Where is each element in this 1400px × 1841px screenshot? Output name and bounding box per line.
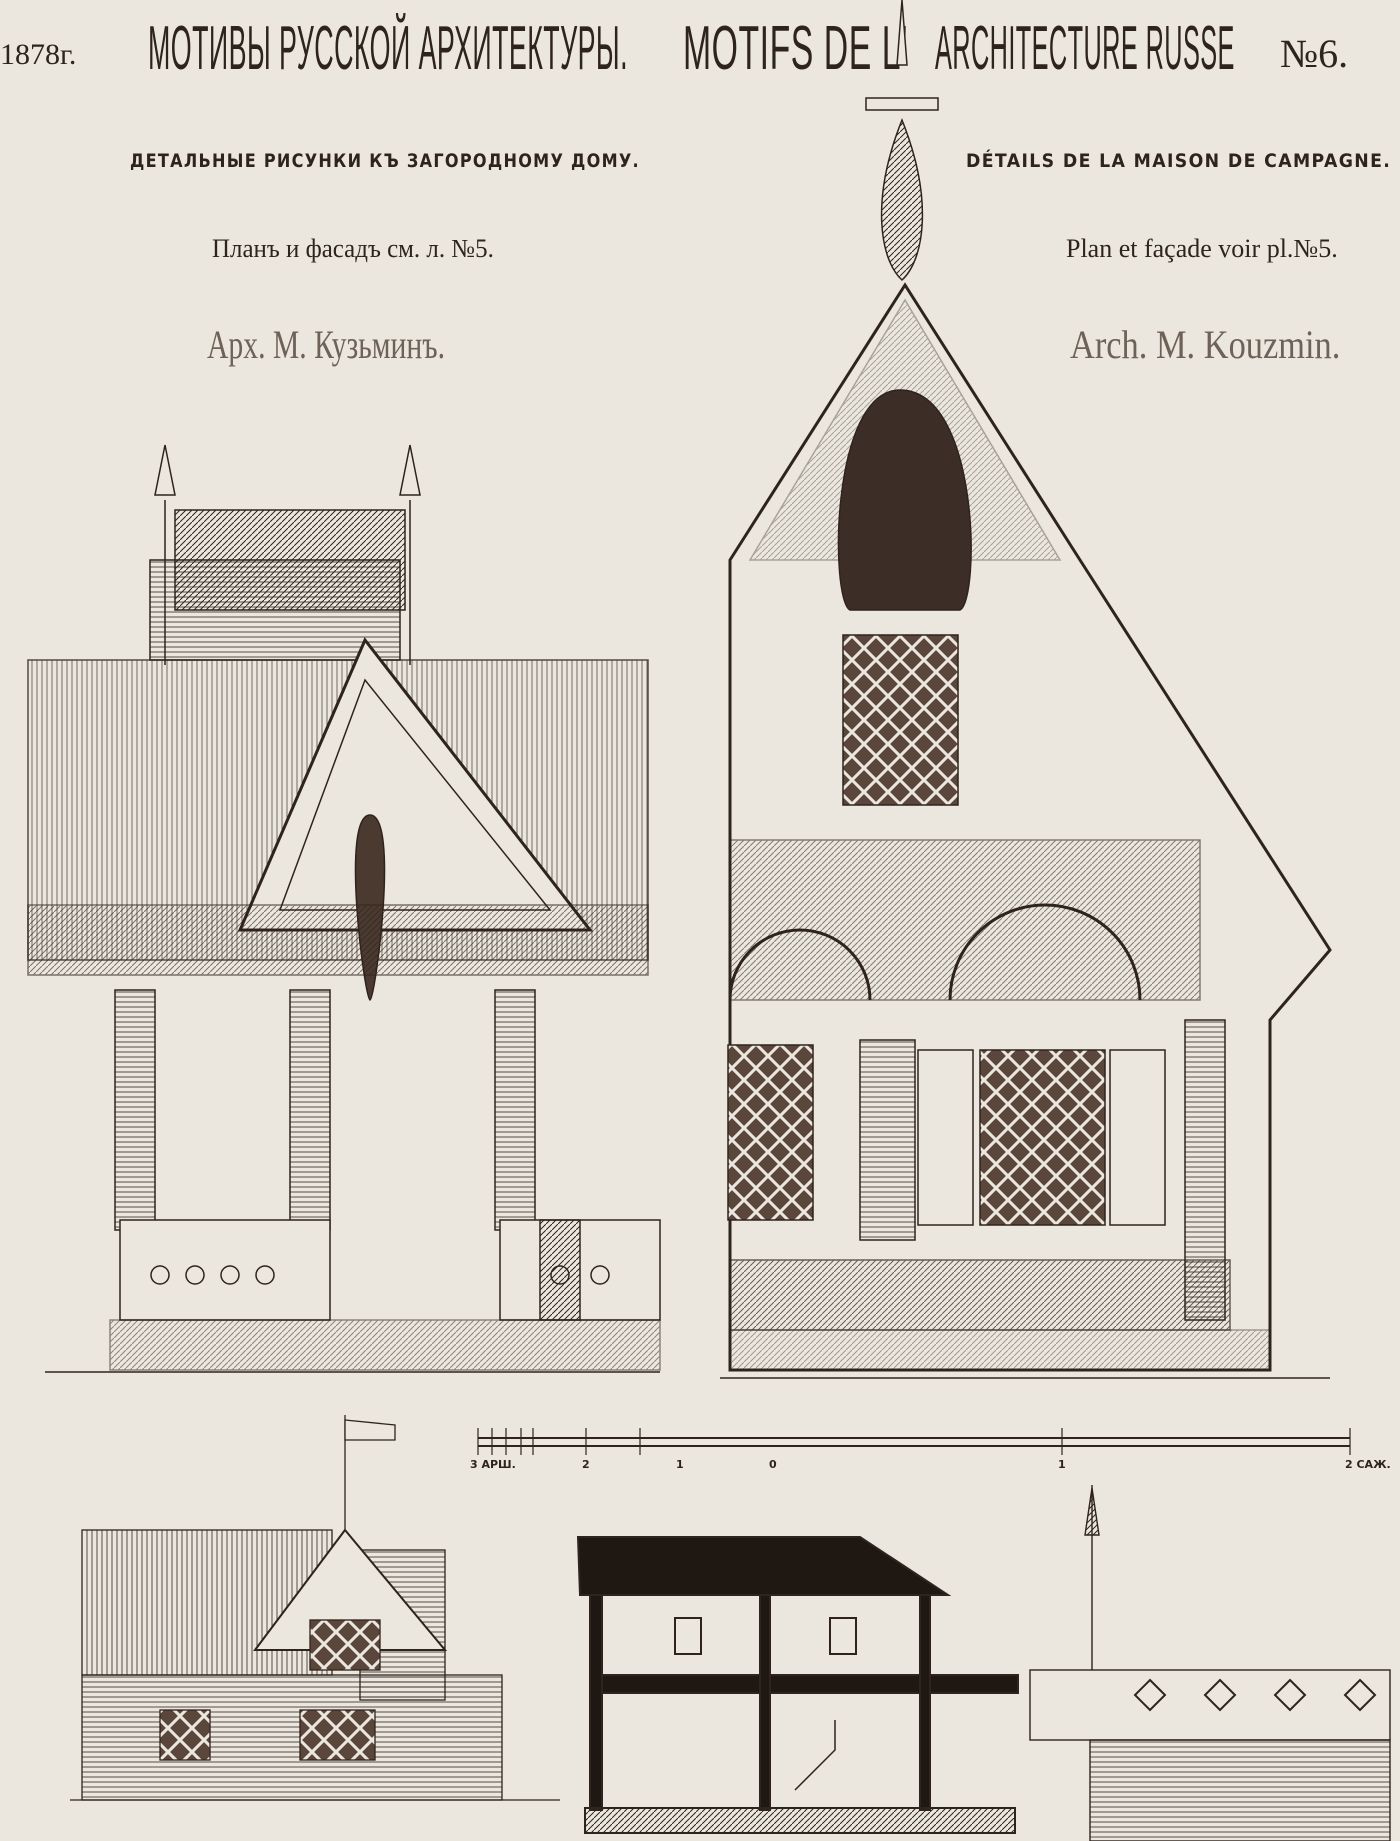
title-french-part1: MOTIFS DE L': [683, 14, 909, 83]
year-label: 1878г.: [0, 38, 77, 71]
scale-label-1-sazh: 1: [1058, 1458, 1066, 1471]
subtitle-russian: ДЕТАЛЬНЫЕ РИСУНКИ КЪ ЗАГОРОДНОМУ ДОМУ.: [130, 150, 640, 172]
title-russian: МОТИВЫ РУССКОЙ АРХИТЕКТУРЫ.: [148, 14, 629, 83]
scale-label-0: 0: [769, 1458, 777, 1471]
plan-reference-french: Plan et façade voir pl.№5.: [1066, 234, 1338, 263]
architect-french: Arch. M. Kouzmin.: [1070, 322, 1341, 367]
cornice-detail-drawing: [1029, 1485, 1391, 1841]
scale-label-3-arsh: 3 АРШ.: [470, 1458, 516, 1471]
scale-label-2-sazh: 2 САЖ.: [1345, 1458, 1391, 1471]
house-section-drawing: [576, 1536, 1019, 1834]
plan-reference-russian: Планъ и фасадъ см. л. №5.: [212, 234, 494, 263]
architect-russian: Арх. М. Кузьминъ.: [207, 322, 445, 367]
scale-bar: [477, 1428, 1351, 1455]
scale-label-1: 1: [676, 1458, 684, 1471]
title-french-part2: ARCHITECTURE RUSSE: [935, 14, 1235, 83]
subtitle-french: DÉTAILS DE LA MAISON DE CAMPAGNE.: [966, 150, 1392, 172]
gable-facade-drawing: [720, 0, 1332, 1379]
plate-number: №6.: [1280, 31, 1349, 76]
house-elevation-drawing: [70, 1415, 560, 1801]
scale-label-2: 2: [582, 1458, 590, 1471]
porch-elevation-drawing: [27, 444, 661, 1373]
